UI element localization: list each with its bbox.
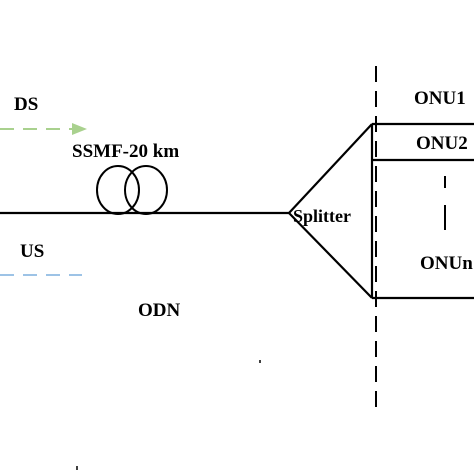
odn-label: ODN bbox=[138, 300, 181, 321]
splitter-label: Splitter bbox=[293, 206, 351, 226]
us-label: US bbox=[20, 241, 44, 262]
stray-marks bbox=[76, 360, 261, 470]
ds-arrow bbox=[0, 123, 87, 135]
onun-label: ONUn bbox=[420, 253, 473, 274]
splitter-shape bbox=[288, 123, 373, 299]
fiber-label: SSMF-20 km bbox=[72, 141, 179, 162]
onu2-label: ONU2 bbox=[416, 133, 468, 154]
fiber-spool-icon bbox=[96, 165, 168, 215]
onu1-label: ONU1 bbox=[414, 88, 466, 109]
ds-label: DS bbox=[14, 94, 38, 115]
